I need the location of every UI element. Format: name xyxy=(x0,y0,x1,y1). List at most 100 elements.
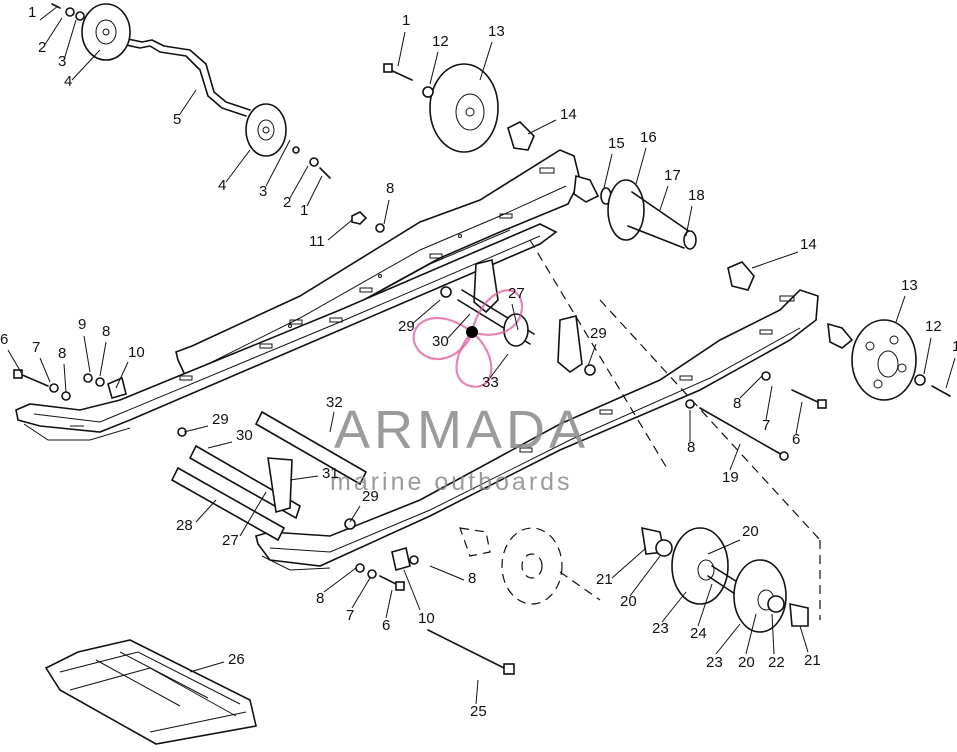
leader-line-c20c xyxy=(745,613,757,655)
left-rail-hardware xyxy=(13,369,127,401)
callout-label-c2a: 2 xyxy=(38,39,46,56)
lower-slide-rail xyxy=(15,223,558,441)
idler-wheel-top-center xyxy=(383,63,499,153)
callout-label-c30a: 30 xyxy=(432,333,449,350)
callout-label-c26: 26 xyxy=(228,651,245,668)
right-rail-hardware xyxy=(685,371,827,461)
callout-label-c19: 19 xyxy=(722,469,739,486)
leader-line-c7b xyxy=(765,385,773,421)
callout-label-c23a: 23 xyxy=(652,620,669,637)
leader-line-c20a xyxy=(629,555,661,597)
callout-label-c7a: 7 xyxy=(32,339,40,356)
upper-slide-rail xyxy=(175,149,581,388)
leader-line-c14b xyxy=(751,251,799,269)
callout-label-c7b: 7 xyxy=(762,417,770,434)
leader-line-c1a xyxy=(39,5,59,21)
callout-label-c21a: 21 xyxy=(596,571,613,588)
callout-label-c25: 25 xyxy=(470,703,487,720)
callout-label-c7c: 7 xyxy=(346,607,354,624)
callout-label-c4b: 4 xyxy=(218,177,226,194)
leader-line-c21b xyxy=(799,625,809,653)
upper-idler-shaft-assembly xyxy=(51,3,331,179)
leader-line-c10b xyxy=(403,569,421,611)
leader-line-c14a xyxy=(527,119,557,135)
callout-label-c16: 16 xyxy=(640,129,657,146)
front-bracket-and-wheel xyxy=(727,261,951,401)
callout-label-c30b: 30 xyxy=(236,427,253,444)
rear-axle-assembly xyxy=(507,121,697,250)
leader-line-c31 xyxy=(289,475,319,481)
leader-line-c7a xyxy=(39,357,51,383)
leader-line-c4b xyxy=(225,149,251,183)
leader-line-c3a xyxy=(63,19,77,61)
callout-label-c27a: 27 xyxy=(508,285,525,302)
callout-label-c12b: 12 xyxy=(925,318,942,335)
leader-line-c5 xyxy=(179,89,197,115)
callout-label-c6b: 6 xyxy=(792,431,800,448)
callout-label-c20a: 20 xyxy=(620,593,637,610)
leader-line-c22 xyxy=(771,613,775,655)
rear-wheel-dashed xyxy=(459,239,821,620)
lower-cross-shafts xyxy=(170,410,368,542)
leader-line-c26 xyxy=(189,661,225,673)
leader-line-c9 xyxy=(83,335,91,373)
upper-rail-hardware xyxy=(351,211,385,233)
watermark-tagline: marine outboards xyxy=(330,468,573,496)
leader-line-c1b xyxy=(306,175,323,207)
leader-line-c25 xyxy=(475,679,479,705)
leader-line-c23a xyxy=(661,591,687,623)
callout-label-c9: 9 xyxy=(78,316,86,333)
leader-line-c7c xyxy=(351,577,371,609)
leader-line-c8d xyxy=(739,375,763,399)
leader-line-c29d xyxy=(349,505,361,523)
leader-line-c30a xyxy=(447,313,471,339)
leader-line-c27a xyxy=(511,303,519,331)
callout-label-c29a: 29 xyxy=(398,318,415,335)
leader-line-c6b xyxy=(795,401,803,435)
rear-wheel-set xyxy=(641,526,809,633)
center-cross-shaft xyxy=(440,259,596,376)
callout-label-c29c: 29 xyxy=(212,411,229,428)
leader-line-c3b xyxy=(265,139,291,187)
hyfax-wear-strip xyxy=(44,639,257,745)
lower-rail-hardware xyxy=(355,546,515,675)
leader-line-c6a xyxy=(7,349,23,375)
leader-line-c13b xyxy=(895,295,906,323)
leader-line-c20b xyxy=(707,539,741,555)
leader-line-c12b xyxy=(923,337,932,375)
leader-line-c32 xyxy=(329,411,335,433)
callout-label-c1c: 1 xyxy=(402,12,410,29)
callout-label-c3a: 3 xyxy=(58,53,66,70)
callout-label-c1a: 1 xyxy=(28,4,36,21)
leader-line-c29a xyxy=(411,299,441,325)
callout-label-c12a: 12 xyxy=(432,33,449,50)
leader-line-c27b xyxy=(239,491,267,537)
leader-line-c30b xyxy=(207,441,233,449)
callout-label-c15: 15 xyxy=(608,135,625,152)
leader-line-c8c xyxy=(99,341,107,377)
callout-label-c28: 28 xyxy=(176,517,193,534)
leader-line-c18 xyxy=(685,205,693,237)
front-slide-rail xyxy=(255,289,819,571)
callout-label-c4a: 4 xyxy=(64,73,72,90)
leader-line-c8a xyxy=(383,199,390,225)
callout-label-c8g: 8 xyxy=(468,570,476,587)
leader-line-c12a xyxy=(429,51,439,85)
leader-line-c15 xyxy=(603,153,613,189)
leader-line-c8g xyxy=(429,565,465,581)
callout-label-c8c: 8 xyxy=(102,323,110,340)
leader-line-c2a xyxy=(43,17,63,47)
callout-label-c20c: 20 xyxy=(738,654,755,671)
callout-label-c31: 31 xyxy=(322,465,339,482)
callout-label-c22: 22 xyxy=(768,654,785,671)
callout-label-c8e: 8 xyxy=(687,439,695,456)
callout-label-c6c: 6 xyxy=(382,617,390,634)
callout-label-c32: 32 xyxy=(326,394,343,411)
callout-label-c8d: 8 xyxy=(733,395,741,412)
leader-line-c1d xyxy=(945,357,956,389)
callout-label-c33: 33 xyxy=(482,374,499,391)
leader-line-c19 xyxy=(729,443,741,471)
callout-label-c24: 24 xyxy=(690,625,707,642)
callout-label-c6a: 6 xyxy=(0,331,8,348)
